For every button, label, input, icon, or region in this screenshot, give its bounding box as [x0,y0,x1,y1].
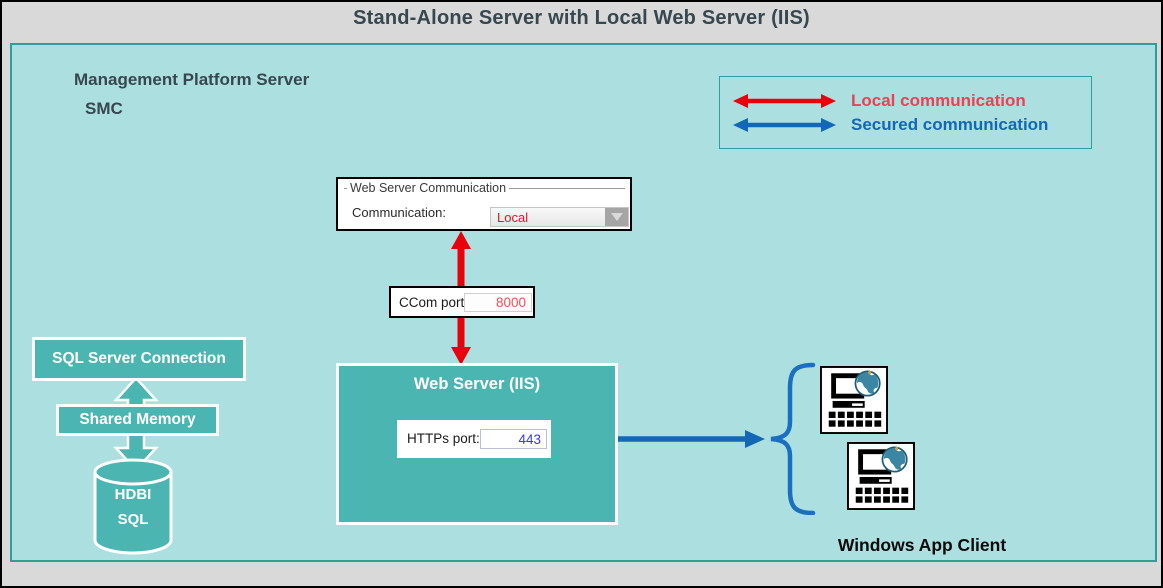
sql-label: SQL [117,511,149,528]
communication-dropdown-value: Local [497,210,529,225]
legend-item-secured: Secured communication [732,115,1048,135]
web-server-iis-box: Web Server (IIS) HTTPs port: [336,363,618,525]
shared-memory-label: Shared Memory [79,411,196,428]
curly-brace [770,362,816,515]
shared-memory-box: Shared Memory [56,404,219,436]
windows-app-client-label: Windows App Client [837,535,1007,555]
communication-field-label: Communication: [352,205,446,220]
sql-server-connection-label: SQL Server Connection [52,350,226,367]
smc-label: SMC [85,99,123,118]
legend-label-local: Local communication [851,91,1026,110]
web-server-iis-title: Web Server (IIS) [413,375,541,393]
ccom-port-label: CCom port: [399,295,469,310]
ccom-port-input[interactable] [464,293,532,312]
communication-dropdown-button[interactable] [605,208,628,226]
platform-server-label: Management Platform Server [74,70,310,89]
https-port-input[interactable] [480,429,547,449]
windows-app-client-icon [847,442,915,510]
web-server-communication-dialog: Web Server Communication Communication: … [336,177,632,231]
communication-dropdown[interactable]: Local [490,207,629,227]
groupbox-label: Web Server Communication [347,181,510,195]
red-double-arrow-icon [733,94,836,108]
sql-server-connection-box: SQL Server Connection [32,337,246,381]
https-port-label: HTTPs port: [407,431,480,446]
hdbi-label: HDBI [114,486,152,503]
legend-box: Local communication Secured communicatio… [719,76,1092,149]
legend-label-secured: Secured communication [851,115,1049,134]
ccom-port-box: CCom port: [389,286,535,318]
chevron-down-icon [610,213,623,221]
legend-item-local: Local communication [732,91,1026,111]
windows-app-client-icon [820,366,888,434]
database-cylinder-icon [91,458,175,556]
blue-double-arrow-icon [733,118,836,132]
diagram-title: Stand-Alone Server with Local Web Server… [353,7,810,29]
https-port-box: HTTPs port: [397,420,551,458]
